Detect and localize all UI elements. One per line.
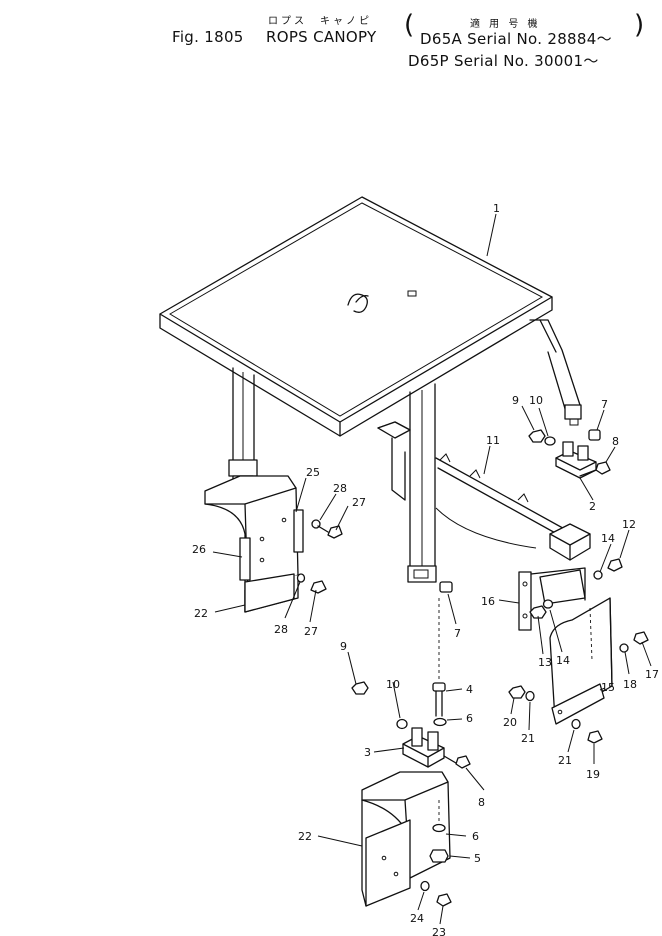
callout-10b: 10 — [386, 678, 400, 691]
callout-5: 5 — [474, 852, 481, 865]
callout-15: 15 — [601, 681, 615, 694]
callout-26: 26 — [192, 543, 206, 556]
callout-27a: 27 — [352, 496, 366, 509]
callout-4: 4 — [466, 683, 473, 696]
callout-21a: 21 — [521, 732, 535, 745]
callout-8b: 8 — [478, 796, 485, 809]
callout-17: 17 — [645, 668, 659, 681]
close-paren-icon: ) — [634, 10, 645, 40]
figure-title: ROPS CANOPY — [266, 28, 377, 46]
callout-3: 3 — [364, 746, 371, 759]
right-rear-post — [529, 319, 582, 426]
bracket-3 — [402, 727, 445, 768]
callout-labels: 1 2 3 4 5 6 6 7 7 8 8 9 9 10 10 11 12 13… — [192, 202, 659, 936]
callout-14b: 14 — [556, 654, 570, 667]
callout-19: 19 — [586, 768, 600, 781]
callout-2: 2 — [589, 500, 596, 513]
leader-lines — [212, 213, 652, 925]
callout-20: 20 — [503, 716, 517, 729]
callout-1: 1 — [493, 202, 500, 215]
callout-9b: 9 — [340, 640, 347, 653]
callout-13: 13 — [538, 656, 552, 669]
callout-16: 16 — [481, 595, 495, 608]
callout-12: 12 — [622, 518, 636, 531]
callout-9a: 9 — [512, 394, 519, 407]
serial-d65a: D65A Serial No. 28884～ — [420, 30, 612, 48]
callout-6a: 6 — [466, 712, 473, 725]
serial-d65p: D65P Serial No. 30001～ — [408, 52, 599, 70]
bracket-16 — [518, 567, 586, 631]
callout-10a: 10 — [529, 394, 543, 407]
jp-title: ロプス キャノピ — [268, 16, 372, 27]
callout-28b: 28 — [274, 623, 288, 636]
open-paren-icon: ( — [404, 10, 415, 40]
callout-6b: 6 — [472, 830, 479, 843]
cover-15 — [549, 597, 613, 725]
callout-21b: 21 — [558, 754, 572, 767]
front-lower-mount — [361, 771, 451, 907]
jp-applicable-label: 適 用 号 機 — [470, 19, 541, 30]
callout-28a: 28 — [333, 482, 347, 495]
callout-24: 24 — [410, 912, 424, 925]
front-center-post — [407, 383, 437, 583]
callout-22a: 22 — [194, 607, 208, 620]
callout-14a: 14 — [601, 532, 615, 545]
callout-7a: 7 — [601, 398, 608, 411]
callout-11: 11 — [486, 434, 500, 447]
canopy-roof — [159, 196, 553, 437]
callout-7b: 7 — [454, 627, 461, 640]
fasteners — [296, 429, 649, 907]
callout-27b: 27 — [304, 625, 318, 638]
rops-beam — [377, 421, 591, 561]
left-rear-post — [228, 367, 258, 489]
callout-18: 18 — [623, 678, 637, 691]
left-rear-mount — [204, 475, 304, 613]
figure-number: Fig. 1805 — [172, 28, 244, 46]
callout-8a: 8 — [612, 435, 619, 448]
callout-23: 23 — [432, 926, 446, 936]
callout-22b: 22 — [298, 830, 312, 843]
callout-25: 25 — [306, 466, 320, 479]
